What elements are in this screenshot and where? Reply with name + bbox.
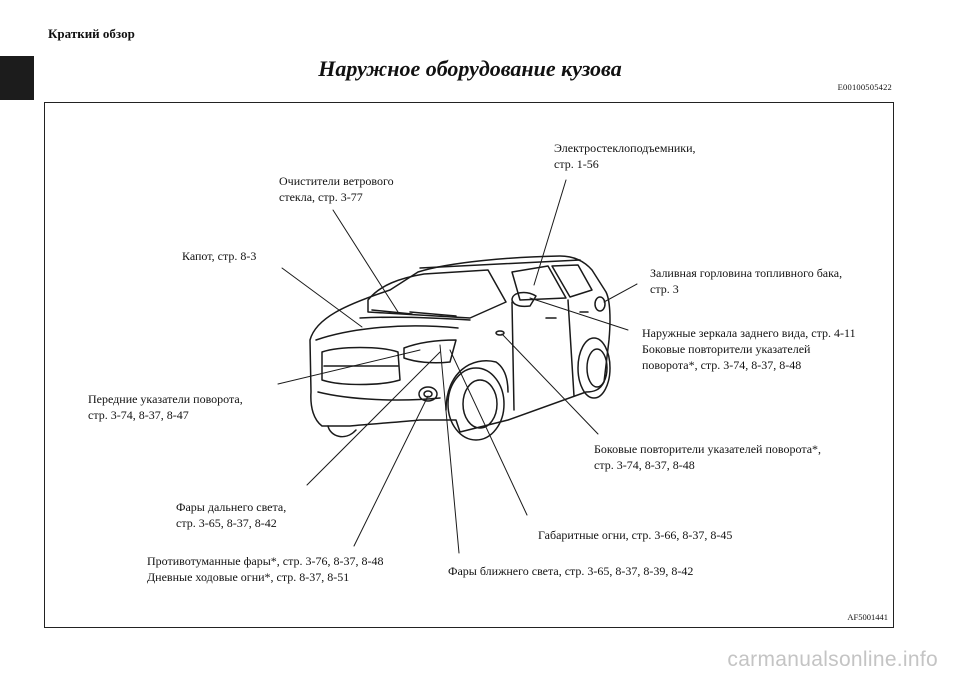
label-low-beam: Фары ближнего света, стр. 3-65, 8-37, 8-…	[448, 564, 694, 578]
front-wheel	[447, 367, 505, 441]
leader-windows	[533, 179, 567, 286]
watermark: carmanualsonline.info	[727, 648, 938, 671]
rear-wheel-rim	[586, 348, 608, 388]
leader-wipers	[332, 209, 399, 313]
door-seam-rear	[567, 299, 575, 397]
leader-fuel	[603, 283, 638, 303]
door-seam-front	[511, 301, 515, 411]
fog-lamp	[418, 386, 438, 402]
document-code: E00100505422	[837, 82, 892, 92]
side-window-rear	[551, 264, 593, 298]
figure-code: AF5001441	[847, 612, 888, 622]
label-front-turn-signals: Передние указатели поворота, стр. 3-74, …	[88, 392, 243, 422]
side-repeater	[495, 330, 505, 336]
label-position-lamps: Габаритные огни, стр. 3-66, 8-37, 8-45	[538, 528, 733, 542]
wiper-right	[409, 311, 457, 317]
label-mirrors: Наружные зеркала заднего вида, стр. 4-11…	[642, 326, 856, 372]
label-fog-drl: Противотуманные фары*, стр. 3-76, 8-37, …	[147, 554, 384, 584]
front-wheel-arch	[445, 360, 509, 411]
label-wipers: Очистители ветрового стекла, стр. 3-77	[279, 174, 394, 204]
leader-low-beam	[439, 344, 460, 554]
front-left-wheel	[327, 425, 357, 438]
front-wheel-rim	[462, 379, 498, 429]
leader-front-turn	[277, 349, 421, 385]
label-side-repeaters: Боковые повторители указателей поворота*…	[594, 442, 822, 472]
hood-crease	[315, 325, 459, 341]
label-high-beam: Фары дальнего света, стр. 3-65, 8-37, 8-…	[176, 500, 287, 530]
leader-hood	[281, 267, 363, 328]
label-fuel-filler: Заливная горловина топливного бака, стр.…	[650, 266, 843, 296]
leader-high-beam	[306, 351, 441, 486]
rear-wheel	[577, 337, 611, 399]
car-body-outline	[309, 255, 611, 433]
headlamp	[403, 339, 457, 364]
leader-mirrors	[529, 297, 629, 331]
fuel-door	[594, 296, 606, 312]
label-hood: Капот, стр. 8-3	[182, 249, 257, 263]
roof-rail	[419, 259, 581, 269]
windshield	[367, 269, 507, 319]
front-grille	[321, 346, 401, 386]
leader-fog-drl	[353, 395, 429, 547]
leader-lines	[277, 179, 638, 554]
wiper-left	[371, 309, 413, 315]
section-title: Краткий обзор	[48, 26, 135, 41]
side-mirror	[511, 291, 537, 308]
side-window-front	[511, 265, 567, 301]
leader-position-lamps	[449, 349, 528, 516]
label-power-windows: Электростеклоподъемники, стр. 1-56	[554, 141, 696, 171]
section-tab-marker	[0, 56, 34, 100]
leader-side-repeaters	[501, 333, 599, 435]
hood-line	[359, 316, 471, 321]
page-title: Наружное оборудование кузова	[318, 56, 622, 81]
illustration-frame	[44, 102, 894, 628]
